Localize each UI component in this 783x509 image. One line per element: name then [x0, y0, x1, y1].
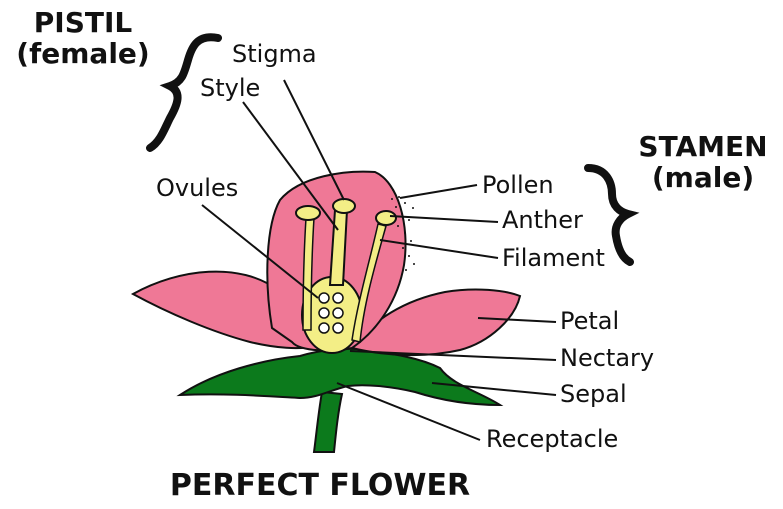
- stamen-sex: (male): [624, 163, 782, 194]
- left-anther: [296, 206, 320, 220]
- stigma-label: Stigma: [232, 42, 317, 66]
- stem: [314, 392, 342, 452]
- anther-line: [390, 216, 498, 222]
- petal-label: Petal: [560, 309, 619, 333]
- nectary-label: Nectary: [560, 346, 654, 370]
- stigma: [333, 199, 355, 213]
- sepal-label: Sepal: [560, 382, 627, 406]
- filament-label: Filament: [502, 246, 605, 270]
- pollen-line: [400, 185, 477, 198]
- stamen-name: STAMEN: [624, 132, 782, 163]
- stamen-group-label: STAMEN (male): [624, 132, 782, 194]
- pollen-label: Pollen: [482, 173, 554, 197]
- anther-label: Anther: [502, 208, 583, 232]
- right-anther: [376, 211, 396, 225]
- diagram-title: PERFECT FLOWER: [0, 471, 640, 501]
- receptacle-label: Receptacle: [486, 427, 618, 451]
- pistil-name: PISTIL: [8, 8, 158, 39]
- pistil-sex: (female): [8, 39, 158, 70]
- style-label: Style: [200, 76, 260, 100]
- ovules-label: Ovules: [156, 176, 238, 200]
- pistil-group-label: PISTIL (female): [8, 8, 158, 70]
